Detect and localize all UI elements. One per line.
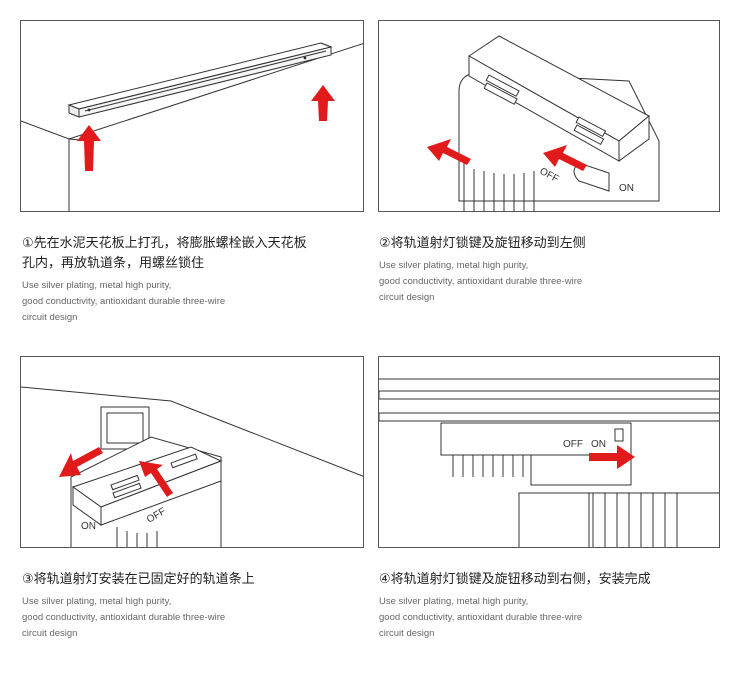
on-label: ON xyxy=(591,439,606,450)
lock-key xyxy=(614,428,624,442)
step-description: Use silver plating, metal high purity, g… xyxy=(379,596,583,639)
on-label: ON xyxy=(619,183,634,194)
step-description: Use silver plating, metal high purity, g… xyxy=(22,596,226,639)
arrow-left-icon xyxy=(427,139,471,165)
step-4-illustration: OFF ON xyxy=(378,356,720,548)
step-title: ③将轨道射灯安装在已固定好的轨道条上 xyxy=(22,572,255,587)
track-rail xyxy=(379,390,719,400)
arrow-up-right-icon xyxy=(59,447,103,477)
step-4-caption: ④将轨道射灯锁键及旋钮移动到右侧，安装完成 Use silver plating… xyxy=(379,570,724,642)
arrow-up-icon xyxy=(77,125,101,171)
screw-hole xyxy=(303,56,307,60)
track-rail xyxy=(67,42,333,118)
on-label: ON xyxy=(81,521,96,532)
step-1-caption: ①先在水泥天花板上打孔，将膨胀螺栓嵌入天花板 孔内，再放轨道条，用螺丝锁住 Us… xyxy=(22,234,367,326)
screw-hole xyxy=(87,108,91,112)
arrow-left-icon xyxy=(543,145,587,171)
step-description: Use silver plating, metal high purity, g… xyxy=(22,280,226,323)
ceiling-edge xyxy=(21,386,363,477)
off-label: OFF xyxy=(563,439,583,450)
step-2-caption: ②将轨道射灯锁键及旋钮移动到左侧 Use silver plating, met… xyxy=(379,234,724,306)
step-3-caption: ③将轨道射灯安装在已固定好的轨道条上 Use silver plating, m… xyxy=(22,570,367,642)
adapter-body xyxy=(440,422,632,456)
step-title: ④将轨道射灯锁键及旋钮移动到右侧，安装完成 xyxy=(379,572,651,587)
lamp-body xyxy=(518,492,590,547)
step-2-illustration: OFF ON xyxy=(378,20,720,212)
arrow-up-left-icon xyxy=(139,461,173,497)
step-3-illustration: ON OFF xyxy=(20,356,364,548)
step-title: ②将轨道射灯锁键及旋钮移动到左侧 xyxy=(379,236,586,251)
arrow-up-icon xyxy=(311,85,335,121)
step-description: Use silver plating, metal high purity, g… xyxy=(379,260,583,303)
arrow-right-icon xyxy=(589,445,635,469)
step-title: ①先在水泥天花板上打孔，将膨胀螺栓嵌入天花板 孔内，再放轨道条，用螺丝锁住 xyxy=(22,236,307,271)
step-1-illustration xyxy=(20,20,364,212)
